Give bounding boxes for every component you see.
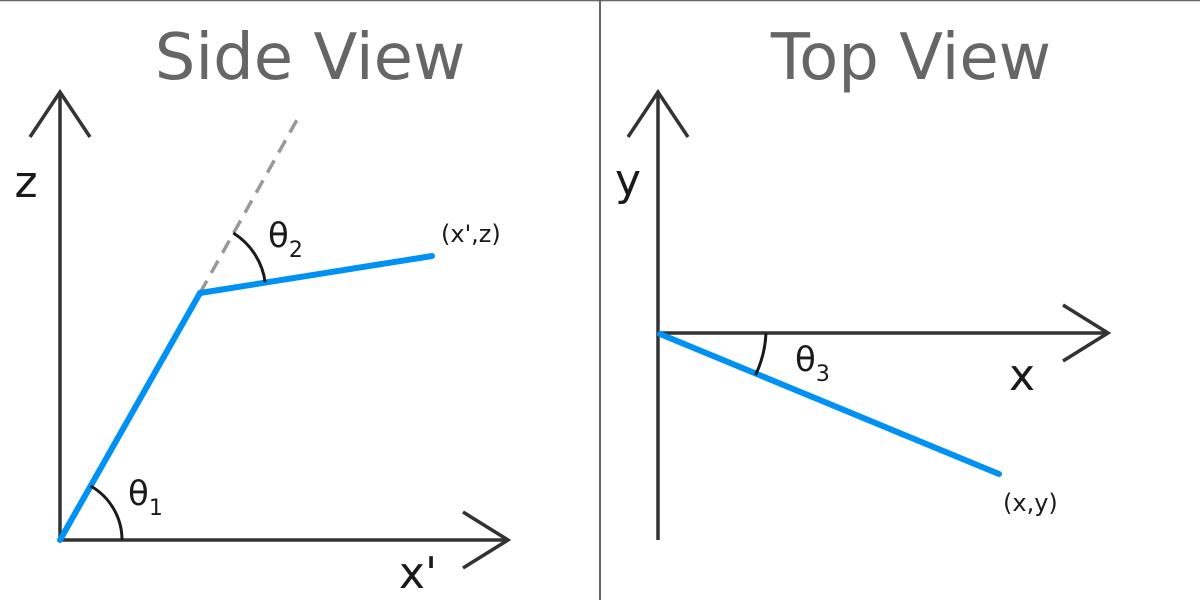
theta2-subscript: 2 <box>289 238 303 263</box>
theta1-symbol: θ <box>128 474 149 514</box>
side-vertical-axis-label: z <box>14 157 37 208</box>
theta3-symbol: θ <box>795 340 816 380</box>
side-end-point-label: (x',z) <box>441 220 501 248</box>
theta2-symbol: θ <box>268 216 289 256</box>
top-vertical-axis-label: y <box>615 155 641 206</box>
top-vertical-arrowhead <box>626 88 690 138</box>
theta3-subscript: 3 <box>816 362 830 387</box>
top-horizontal-axis-label: x <box>1009 350 1035 401</box>
side-vertical-arrowhead <box>28 88 92 138</box>
theta1-label: θ1 <box>128 474 163 521</box>
link1-extension-dashed <box>198 117 300 294</box>
top-horizontal-arrowhead <box>1062 303 1112 363</box>
link-2 <box>197 253 435 296</box>
theta1-arc <box>89 484 124 541</box>
theta3-label: θ3 <box>795 340 830 387</box>
theta2-arc <box>232 231 267 283</box>
top-link <box>657 331 1002 477</box>
top-view-panel: Top View y x θ3 (x,y) <box>615 21 1112 540</box>
theta2-label: θ2 <box>268 216 303 263</box>
theta1-subscript: 1 <box>149 496 163 521</box>
link-1 <box>57 290 203 543</box>
side-horizontal-arrowhead <box>462 510 512 570</box>
side-view-panel: Side View z x' θ1 θ2 (x',z) <box>14 21 512 599</box>
top-end-point-label: (x,y) <box>1003 489 1058 517</box>
top-view-title: Top View <box>770 21 1051 95</box>
side-view-title: Side View <box>155 21 466 95</box>
side-horizontal-axis-label: x' <box>399 548 437 599</box>
theta3-arc <box>754 332 768 376</box>
